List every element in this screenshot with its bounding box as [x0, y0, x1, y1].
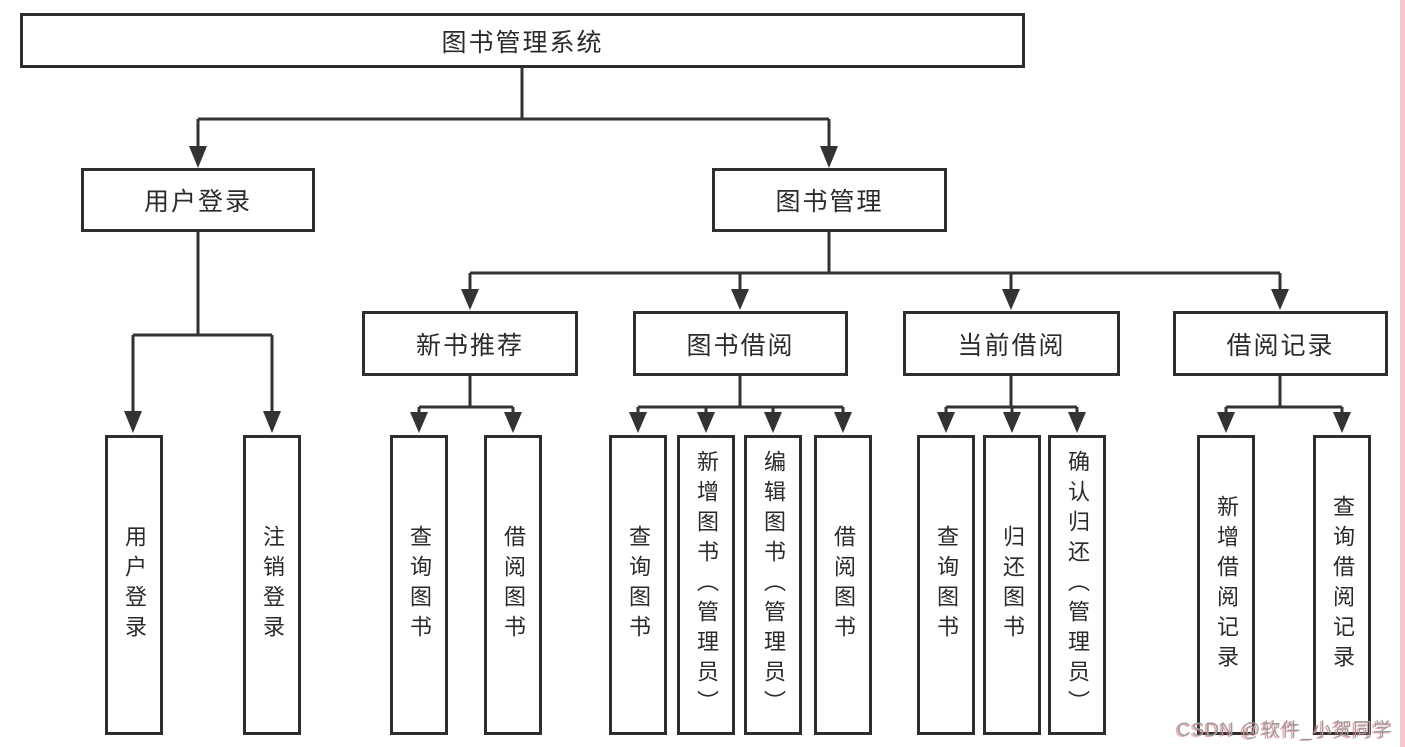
leaf-bb-query-book: 查询图书 — [609, 435, 667, 735]
node-borrow-records: 借阅记录 — [1173, 311, 1388, 376]
leaf-user-login-label: 用户登录 — [122, 525, 147, 645]
edge-book-mgmt-to-level3 — [461, 232, 1289, 310]
leaf-br-add-record: 新增借阅记录 — [1197, 435, 1255, 735]
node-new-book-recommend-label: 新书推荐 — [415, 331, 524, 360]
leaf-br-add-record-label: 新增借阅记录 — [1214, 495, 1239, 675]
node-root: 图书管理系统 — [20, 13, 1025, 68]
node-current-borrow: 当前借阅 — [903, 311, 1120, 376]
leaf-bb-borrow-book: 借阅图书 — [814, 435, 872, 735]
node-current-borrow-label: 当前借阅 — [957, 331, 1066, 360]
edge-borrow-record-to-leaves — [1217, 376, 1351, 433]
leaf-cb-confirm-return: 确认归还（管理员） — [1048, 435, 1106, 735]
leaf-bb-edit-book: 编辑图书（管理员） — [744, 435, 802, 735]
watermark-text: CSDN @软件_小贺同学 — [1177, 720, 1393, 741]
node-root-label: 图书管理系统 — [441, 28, 604, 57]
node-book-borrow: 图书借阅 — [633, 311, 848, 376]
leaf-bb-add-book: 新增图书（管理员） — [677, 435, 735, 735]
leaf-cb-return-book-label: 归还图书 — [1000, 525, 1025, 645]
leaf-rec-query-book: 查询图书 — [390, 435, 448, 735]
leaf-rec-borrow-book-label: 借阅图书 — [501, 525, 526, 645]
node-new-book-recommend: 新书推荐 — [362, 311, 578, 376]
leaf-cb-confirm-return-label: 确认归还（管理员） — [1065, 450, 1090, 720]
leaf-bb-query-book-label: 查询图书 — [626, 525, 651, 645]
leaf-br-query-record: 查询借阅记录 — [1313, 435, 1371, 735]
leaf-br-query-record-label: 查询借阅记录 — [1330, 495, 1355, 675]
edge-book-borrow-to-leaves — [629, 376, 852, 433]
leaf-bb-borrow-book-label: 借阅图书 — [831, 525, 856, 645]
edge-user-login-to-leaves — [124, 232, 281, 433]
edge-new-book-rec-to-leaves — [410, 376, 522, 433]
edge-root-to-level2 — [189, 68, 838, 168]
leaf-logout-label: 注销登录 — [260, 525, 285, 645]
node-borrow-records-label: 借阅记录 — [1226, 331, 1335, 360]
right-edge-pink-strip — [1400, 0, 1405, 747]
node-user-login-label: 用户登录 — [143, 188, 252, 216]
leaf-cb-return-book: 归还图书 — [983, 435, 1041, 735]
leaf-rec-borrow-book: 借阅图书 — [484, 435, 542, 735]
node-user-login: 用户登录 — [81, 168, 315, 232]
leaf-logout: 注销登录 — [243, 435, 301, 735]
leaf-rec-query-book-label: 查询图书 — [407, 525, 432, 645]
leaf-user-login: 用户登录 — [105, 435, 163, 735]
leaf-cb-query-book-label: 查询图书 — [934, 525, 959, 645]
leaf-bb-edit-book-label: 编辑图书（管理员） — [761, 450, 786, 720]
leaf-cb-query-book: 查询图书 — [917, 435, 975, 735]
node-book-management: 图书管理 — [712, 168, 947, 232]
edge-current-borrow-to-leaves — [937, 376, 1086, 433]
node-book-borrow-label: 图书借阅 — [686, 331, 795, 360]
node-book-management-label: 图书管理 — [775, 188, 884, 216]
leaf-bb-add-book-label: 新增图书（管理员） — [694, 450, 719, 720]
